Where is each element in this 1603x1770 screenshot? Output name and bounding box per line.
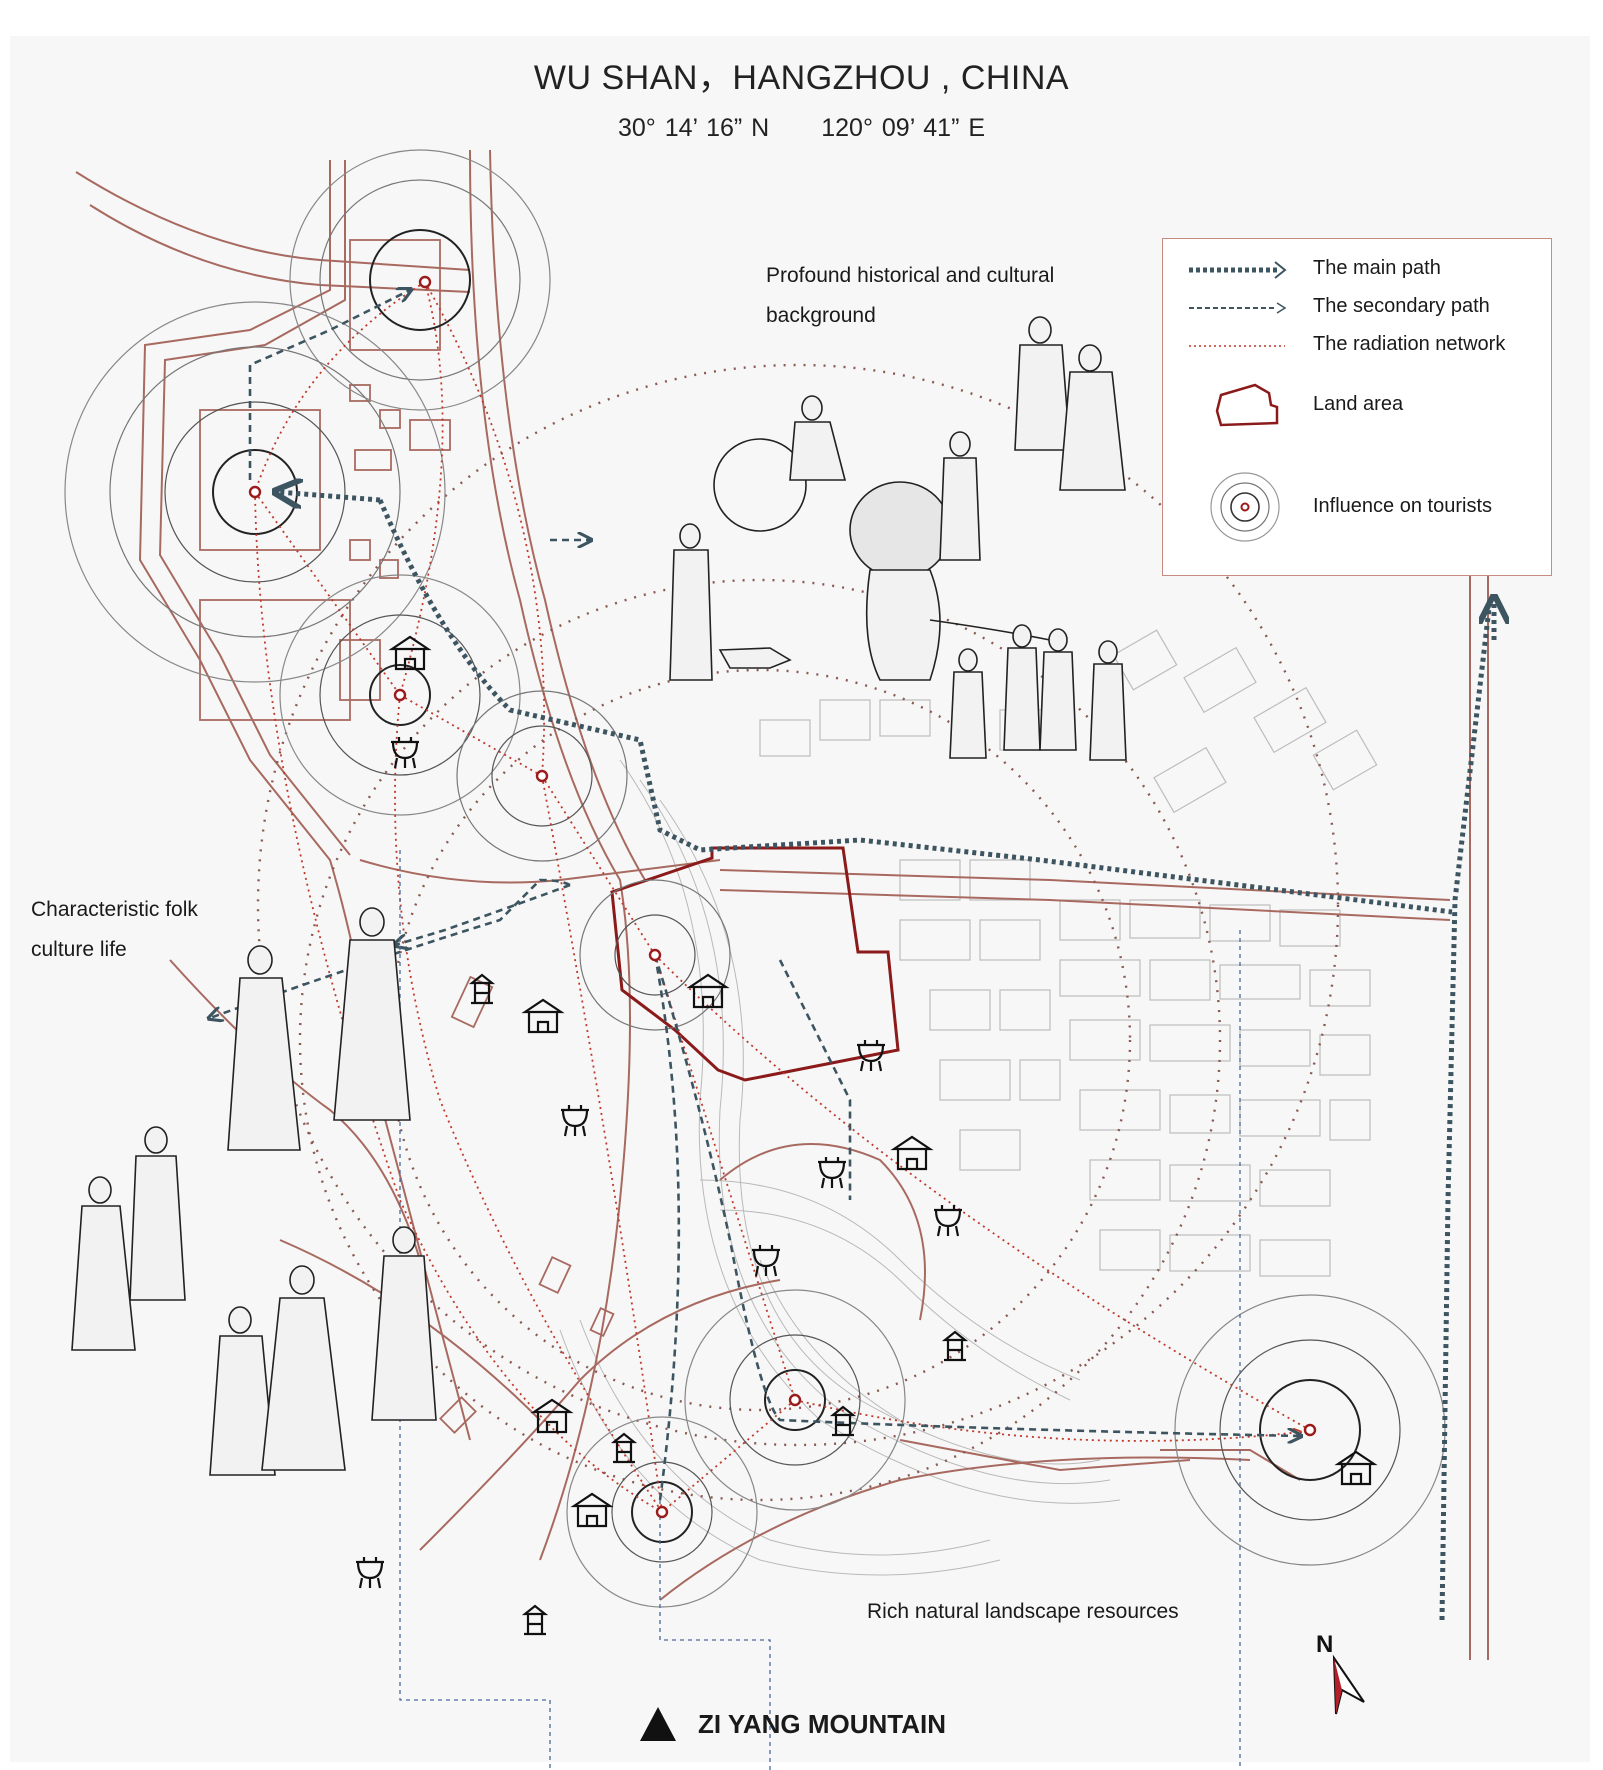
annotation-folk: Characteristic folk culture life [31, 898, 198, 961]
main-path-icon [1189, 261, 1287, 279]
concentric-circles-icon [1210, 472, 1280, 542]
longitude: 120° 09’ 41” E [821, 114, 986, 142]
legend-label: The secondary path [1313, 295, 1490, 317]
node-marker [535, 769, 549, 783]
land-area-outline [610, 846, 900, 1082]
legend-item-influence: Influence on tourists [1163, 469, 1551, 545]
radiation-network [254, 281, 1311, 1513]
incense-burner-icon [750, 1243, 782, 1278]
temple-icon [523, 998, 563, 1034]
legend-label: The main path [1313, 257, 1441, 279]
north-arrow-icon: N [1316, 1631, 1365, 1715]
south-connector-lines [399, 850, 1241, 1770]
node-marker [393, 688, 407, 702]
page-title: WU SHAN，HANGZHOU , CHINA [533, 59, 1070, 97]
legend: The main path The secondary path The rad… [1162, 238, 1552, 576]
temple-icon [572, 1492, 612, 1528]
mountain-label: ZI YANG MOUNTAIN [698, 1709, 946, 1739]
legend-item-land-area: Land area [1163, 381, 1551, 433]
influence-nodes [64, 149, 1446, 1608]
secondary-path-icon [1189, 302, 1287, 314]
temple-icon [892, 1135, 932, 1171]
secondary-path [210, 290, 1300, 1501]
main-path [278, 492, 1494, 1621]
north-arrow: N [1310, 1628, 1380, 1718]
north-compound [199, 239, 615, 1434]
node-centres [248, 275, 1317, 1519]
node-marker [248, 485, 262, 499]
legend-item-radiation-network: The radiation network [1163, 329, 1551, 363]
pavilion-icon [522, 1604, 548, 1636]
incense-burner-icon [354, 1555, 386, 1590]
folk-figures-illustration [71, 907, 437, 1476]
legend-label: Influence on tourists [1313, 495, 1492, 517]
urban-blocks [759, 629, 1378, 1277]
node-marker [418, 275, 432, 289]
legend-item-secondary-path: The secondary path [1163, 291, 1551, 325]
legend-label: Land area [1313, 393, 1404, 415]
node-marker [648, 948, 662, 962]
incense-burner-icon [816, 1155, 848, 1190]
annotation-historical: Profound historical and cultural backgro… [766, 264, 1055, 327]
node-marker [1303, 1423, 1317, 1437]
coordinates: 30° 14’ 16” N 120° 09’ 41” E [0, 114, 1603, 143]
legend-item-main-path: The main path [1163, 253, 1551, 287]
north-label: N [1316, 1631, 1333, 1658]
incense-burner-icon [559, 1103, 591, 1138]
incense-burner-icon [932, 1203, 964, 1238]
historical-figures-illustration [669, 316, 1127, 761]
contour-lines [559, 759, 1121, 1576]
annotation-natural: Rich natural landscape resources [867, 1600, 1179, 1623]
latitude: 30° 14’ 16” N [617, 114, 770, 142]
legend-label: The radiation network [1313, 333, 1506, 355]
pavilion-icon [611, 1432, 637, 1464]
node-marker [788, 1393, 802, 1407]
pavilion-icon [942, 1330, 968, 1362]
node-marker [655, 1505, 669, 1519]
radiation-network-icon [1189, 345, 1285, 347]
incense-burner-icon [389, 735, 421, 770]
land-area-icon [1215, 383, 1279, 427]
mountain-triangle-icon [640, 1707, 676, 1741]
